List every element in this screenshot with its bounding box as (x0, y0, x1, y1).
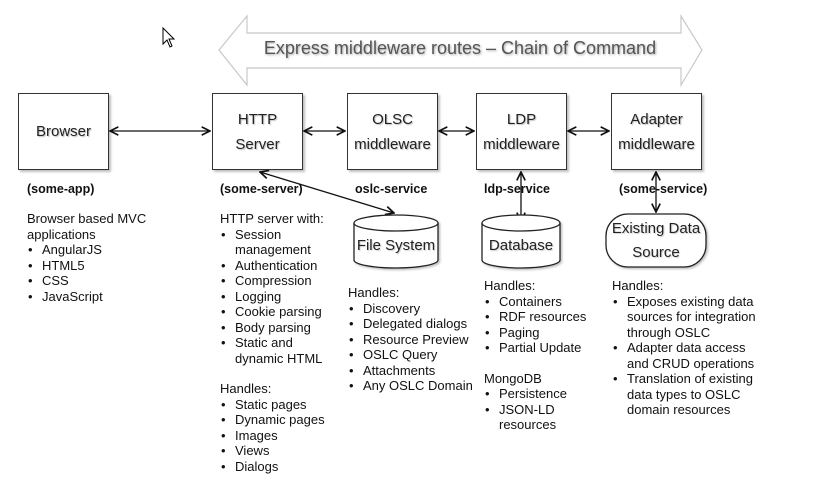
filesystem-label: File System (356, 237, 436, 254)
browser-service-label: (some-app) (27, 182, 95, 196)
banner-label: Express middleware routes – Chain of Com… (263, 38, 657, 58)
browser-intro-line1: Browser based MVC (27, 211, 147, 226)
list-item: Dynamic pages (220, 412, 345, 428)
list-item: Discovery (348, 301, 478, 317)
http-server-box: HTTP Server (212, 93, 303, 170)
list-item: JavaScript (27, 289, 197, 305)
ldp-mongo-header: MongoDB (484, 370, 542, 386)
ldp-handles-list: Containers RDF resources Paging Partial … (484, 294, 609, 356)
oslc-title-line2: middleware (354, 135, 431, 153)
browser-intro-line2: applications (27, 226, 96, 242)
existing-source-line1: Existing Data (611, 220, 701, 237)
oslc-service-label: oslc-service (355, 182, 428, 196)
list-item: Any OSLC Domain (348, 378, 478, 394)
adapter-handles-header: Handles: (612, 278, 664, 293)
list-item: Resource Preview (348, 332, 478, 348)
list-item: Images (220, 428, 345, 444)
list-item: Containers (484, 294, 609, 310)
list-item: AngularJS (27, 242, 197, 258)
list-item: OSLC Query (348, 347, 478, 363)
list-item: Dialogs (220, 459, 345, 475)
list-item: Static pages (220, 397, 345, 413)
list-item: Body parsing (220, 320, 345, 336)
mouse-cursor-icon (162, 26, 176, 48)
browser-title: Browser (35, 123, 91, 140)
connector-http-filesystem (260, 172, 394, 213)
banner-arrow (218, 13, 703, 88)
existing-source-line2: Source (632, 244, 680, 261)
adapter-middleware-box: Adapter middleware (611, 93, 702, 170)
existing-source-label: Existing Data Source (606, 217, 706, 265)
database-label: Database (488, 237, 554, 254)
http-handles-list: Static pages Dynamic pages Images Views … (220, 397, 345, 475)
ldp-middleware-box: LDP middleware (476, 93, 567, 170)
ldp-handles-header: Handles: (484, 278, 536, 293)
browser-box: Browser (18, 93, 109, 170)
existing-source-shape (605, 213, 707, 268)
browser-tech-list: AngularJS HTML5 CSS JavaScript (27, 242, 197, 304)
list-item: Compression (220, 273, 345, 289)
list-item: Attachments (348, 363, 478, 379)
list-item: HTML5 (27, 258, 197, 274)
ldp-description: Handles: Containers RDF resources Paging… (484, 278, 609, 433)
list-item: Persistence (484, 386, 609, 402)
http-server-title-line2: Server (235, 135, 280, 153)
ldp-title-line1: LDP (506, 110, 537, 128)
adapter-service-label: (some-service) (619, 182, 708, 196)
list-item: RDF resources (484, 309, 609, 325)
oslc-title-line1: OLSC (372, 110, 413, 128)
list-item: Delegated dialogs (348, 316, 478, 332)
oslc-middleware-box: OLSC middleware (347, 93, 438, 170)
list-item: Logging (220, 289, 345, 305)
http-intro: HTTP server with: (220, 211, 324, 226)
database-cylinder (481, 214, 561, 269)
oslc-handles-header: Handles: (348, 285, 400, 300)
oslc-description: Handles: Discovery Delegated dialogs Res… (348, 285, 478, 394)
list-item: CSS (27, 273, 197, 289)
list-item: Authentication (220, 258, 345, 274)
http-service-label: (some-server) (220, 182, 303, 196)
adapter-title-line1: Adapter (630, 110, 683, 128)
list-item: Cookie parsing (220, 304, 345, 320)
ldp-title-line2: middleware (483, 135, 560, 153)
ldp-service-label: ldp-service (484, 182, 551, 196)
oslc-handles-list: Discovery Delegated dialogs Resource Pre… (348, 301, 478, 394)
filesystem-cylinder (353, 214, 439, 269)
list-item: Views (220, 443, 345, 459)
list-item: Paging (484, 325, 609, 341)
adapter-title-line2: middleware (618, 135, 695, 153)
http-handles-header: Handles: (220, 381, 272, 396)
http-server-title-line1: HTTP (237, 110, 278, 128)
browser-description: Browser based MVC applications AngularJS… (27, 211, 197, 304)
list-item: Partial Update (484, 340, 609, 356)
